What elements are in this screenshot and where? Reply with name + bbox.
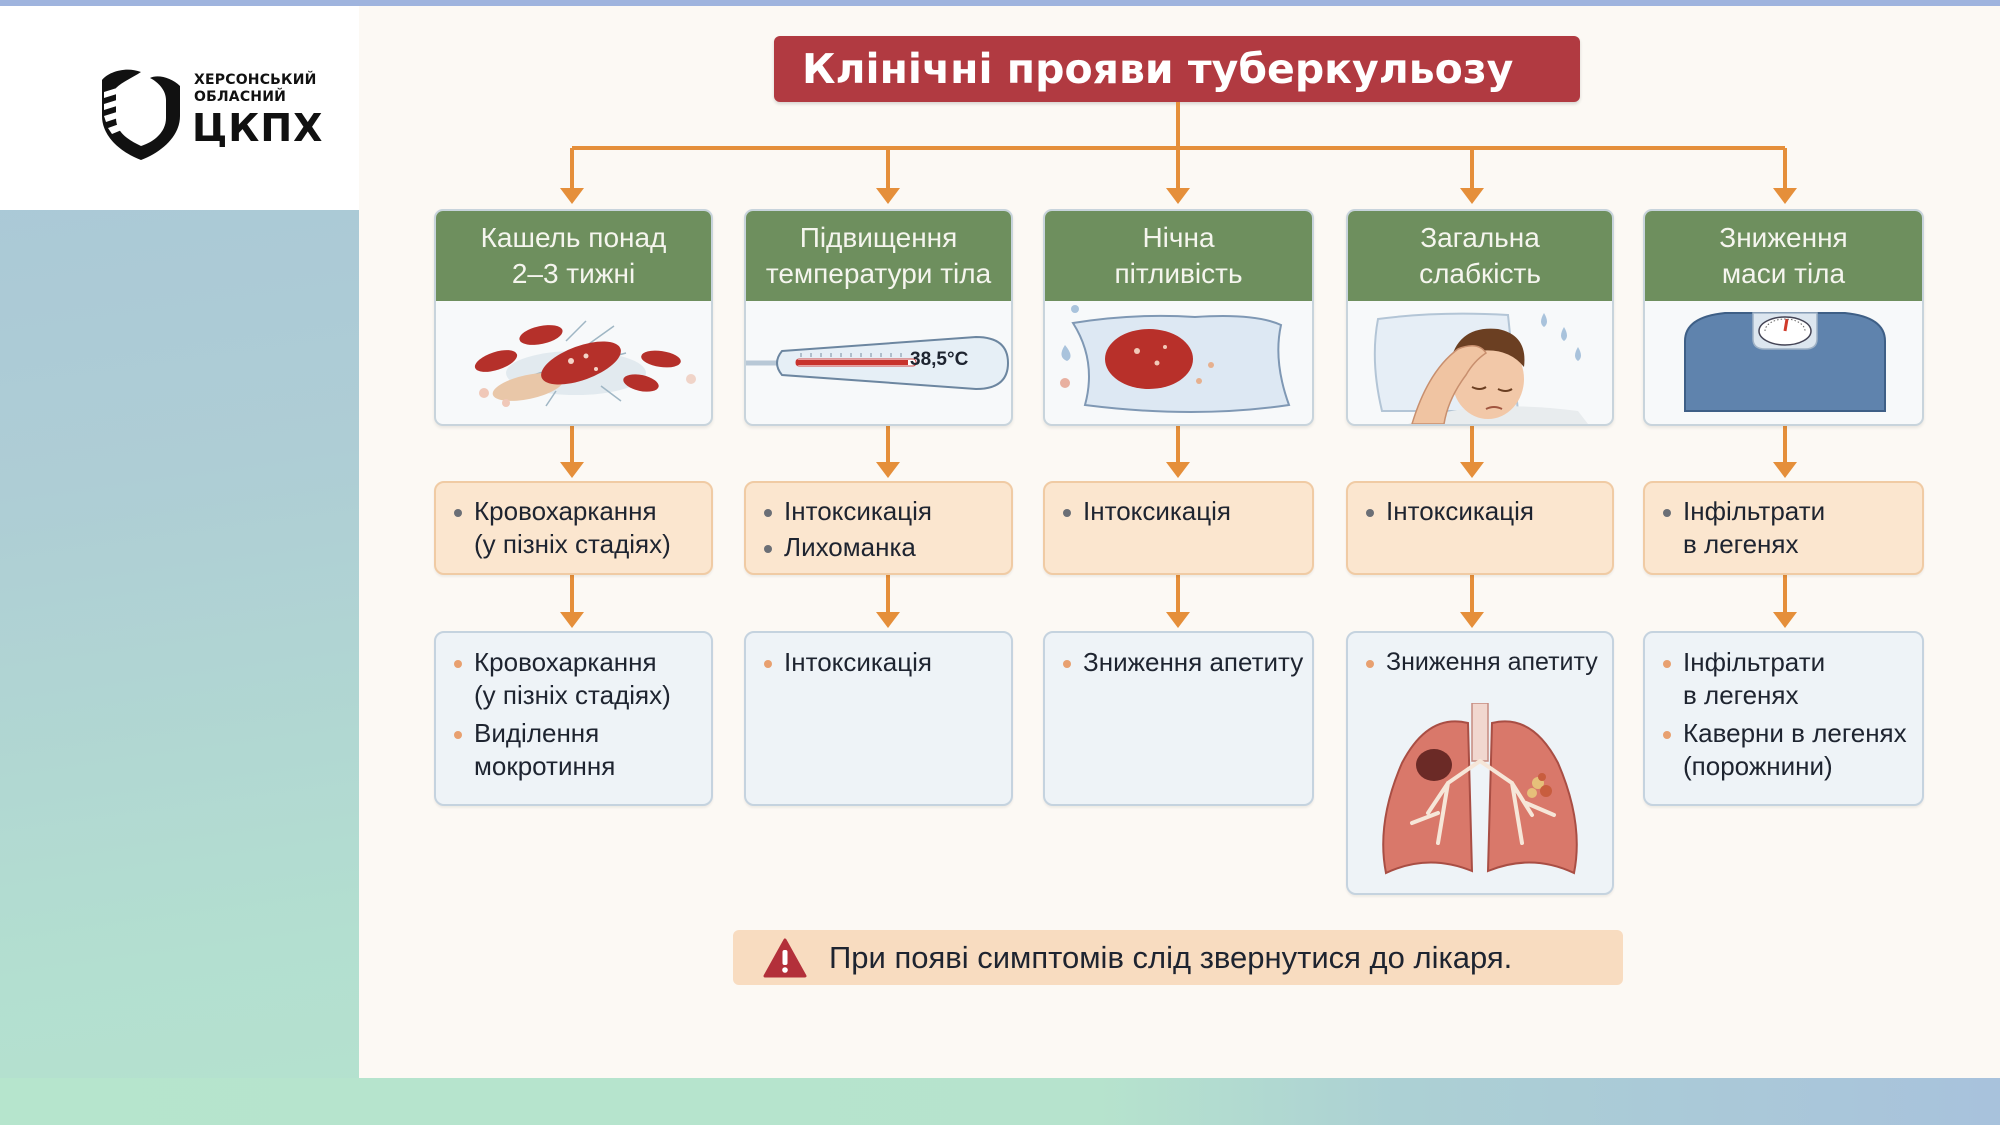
logo-text-line1: ХЕРСОНСЬКИЙ — [194, 72, 317, 88]
secondary-symptoms-box: Інтоксикація — [1346, 481, 1614, 575]
symptom-card-night-sweats: Нічна пітливість — [1043, 209, 1314, 426]
thermometer-icon: 38,5°C — [746, 301, 1011, 424]
warning-icon — [763, 938, 807, 978]
sweaty-pillow-icon — [1045, 301, 1312, 424]
complications-box: Інфільтрати в легенях Каверни в легенях … — [1643, 631, 1924, 806]
list-item: Каверни в легенях (порожнини) — [1661, 717, 1914, 783]
complications-box: Інтоксикація — [744, 631, 1013, 806]
list-item: Виділення мокротиння — [452, 717, 703, 783]
card-header: Кашель понад 2–3 тижні — [436, 211, 711, 301]
bacteria-icon — [436, 301, 711, 424]
symptom-card-weight-loss: Зниження маси тіла — [1643, 209, 1924, 426]
warning-banner: При появі симптомів слід звернутися до л… — [733, 930, 1623, 985]
logo-text-line2: ОБЛАСНИЙ — [194, 89, 287, 105]
list-item: Кровохаркання (у пізніх стадіях) — [452, 495, 699, 561]
card-header: Нічна пітливість — [1045, 211, 1312, 301]
list-item: Лихоманка — [762, 531, 999, 564]
card-header: Підвищення температури тіла — [746, 211, 1011, 301]
background-bottom-strip — [0, 1078, 2000, 1125]
logo-text-abbrev: ЦКПХ — [192, 106, 324, 150]
logo: ХЕРСОНСЬКИЙ ОБЛАСНИЙ ЦКПХ — [0, 6, 359, 210]
symptom-card-weakness: Загальна слабкість — [1346, 209, 1614, 426]
list-item: Інтоксикація — [1364, 495, 1600, 528]
symptom-card-cough: Кашель понад 2–3 тижні — [434, 209, 713, 426]
card-header: Загальна слабкість — [1348, 211, 1612, 301]
page-title: Клінічні прояви туберкульозу — [774, 36, 1580, 102]
complications-box: Зниження апетиту — [1043, 631, 1314, 806]
complications-box: Зниження апетиту — [1346, 631, 1614, 895]
list-item: Зниження апетиту — [1364, 646, 1604, 679]
thermometer-reading: 38,5°C — [910, 349, 969, 370]
scale-icon — [1645, 301, 1922, 424]
complications-box: Кровохаркання (у пізніх стадіях) Виділен… — [434, 631, 713, 806]
list-item: Інтоксикація — [762, 495, 999, 528]
symptom-card-fever: Підвищення температури тіла 38,5°C — [744, 209, 1013, 426]
secondary-symptoms-box: Кровохаркання (у пізніх стадіях) — [434, 481, 713, 575]
list-item: Зниження апетиту — [1061, 646, 1304, 679]
lungs-icon — [1382, 703, 1578, 875]
shield-logo-icon — [102, 69, 180, 160]
list-item: Інфільтрати в легенях — [1661, 646, 1914, 712]
list-item: Інфільтрати в легенях — [1661, 495, 1910, 561]
list-item: Інтоксикація — [762, 646, 1003, 679]
list-item: Інтоксикація — [1061, 495, 1300, 528]
secondary-symptoms-box: Інфільтрати в легенях — [1643, 481, 1924, 575]
tired-person-icon — [1348, 301, 1612, 424]
secondary-symptoms-box: Інтоксикація — [1043, 481, 1314, 575]
card-header: Зниження маси тіла — [1645, 211, 1922, 301]
secondary-symptoms-box: Інтоксикація Лихоманка — [744, 481, 1013, 575]
warning-text: При появі симптомів слід звернутися до л… — [829, 940, 1513, 975]
list-item: Кровохаркання (у пізніх стадіях) — [452, 646, 703, 712]
